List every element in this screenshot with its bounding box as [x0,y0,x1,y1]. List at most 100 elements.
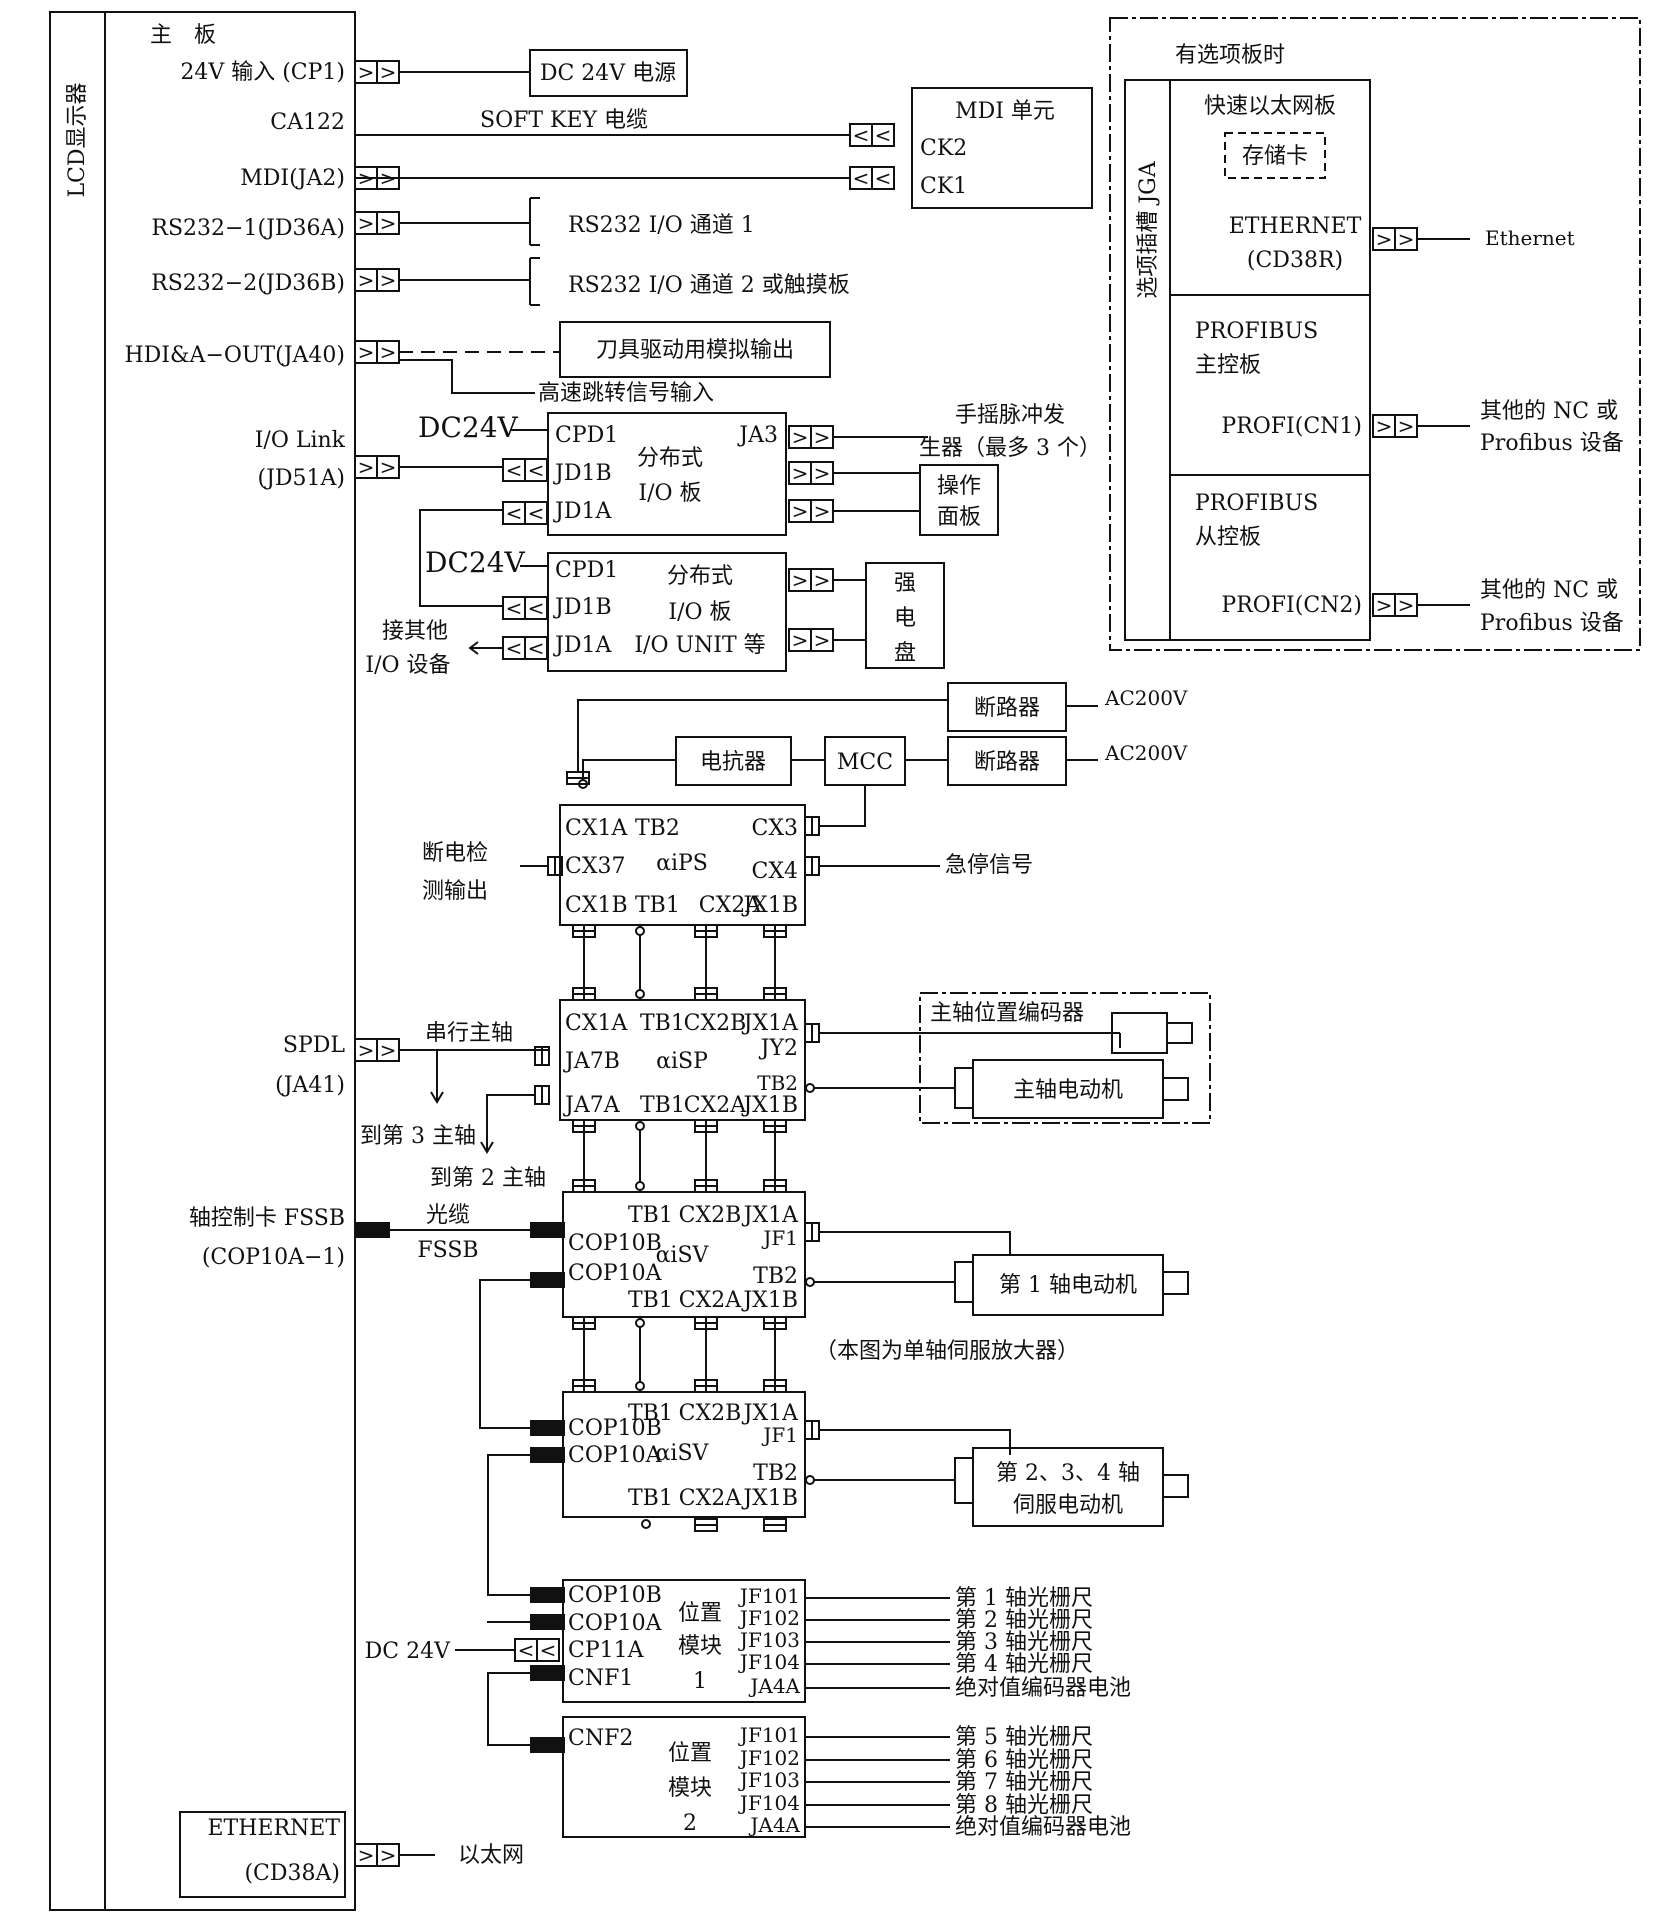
label: 模块 [678,1634,722,1659]
fiber-connector [355,1222,390,1238]
isv1-box [562,1191,806,1318]
wire [819,1231,1011,1255]
terminal [805,1475,815,1485]
label: JF102 [738,1746,800,1770]
plug [554,856,563,876]
profibus-slave-board [1169,474,1371,641]
label: RS232 I/O 通道 1 [568,213,755,238]
label: 刀具驱动用模拟输出 [596,338,794,363]
label: CX2A [699,893,762,918]
connector-symbol: > [792,568,809,592]
terminal [635,1121,645,1131]
fiber-connector [530,1447,565,1463]
mainboard-port: CA122 [270,110,345,135]
label: 强 [894,571,916,596]
plug [804,816,813,836]
eth-port-label: (CD38A) [244,1861,340,1886]
connector-symbol: > [1398,593,1415,617]
label: 接其他 [382,619,448,644]
label: 手摇脉冲发 [955,403,1065,428]
label: Profibus 设备 [1480,431,1624,456]
terminal [805,1277,815,1287]
connector-symbol: > [358,60,375,84]
terminal [635,926,645,936]
mainboard-port: 轴控制卡 FSSB [189,1206,345,1231]
op-panel-box [919,464,999,536]
terminal [805,1083,815,1093]
label: PROFI(CN1) [1221,414,1362,439]
plug [694,1322,718,1330]
label: 急停信号 [945,853,1033,878]
label: COP10A [568,1261,663,1286]
label: 第 5 轴光栅尺 [955,1725,1093,1750]
label: 断路器 [974,750,1040,775]
connector-symbol: > [380,1038,397,1062]
label: TB1 [628,1486,673,1511]
wire [419,509,503,607]
label: JD1B [553,461,612,486]
label: 第 1 轴电动机 [999,1273,1137,1298]
label: 第 8 轴光栅尺 [955,1793,1093,1818]
label: CPD1 [555,558,618,583]
label: AC200V [1104,686,1188,710]
label: PROFIBUS [1195,491,1318,516]
plug [804,856,813,876]
label: TB2 [753,1264,798,1289]
label: CX2B [679,1401,742,1426]
label: JA3 [737,423,778,448]
label: COP10B [568,1231,662,1256]
label: CX2A [684,1093,747,1118]
label: TB2 [757,1071,798,1095]
label: αiSV [656,1441,710,1466]
connector-symbol: < [853,123,870,147]
connector-symbol: > [358,1843,375,1867]
label: AC200V [1104,741,1188,765]
label: JF1 [761,1226,798,1250]
connector-symbol: > [358,211,375,235]
connector-symbol: > [358,455,375,479]
plug [763,1524,787,1532]
plug [541,1046,550,1066]
wire [487,1454,530,1596]
connector-symbol: < [506,636,523,660]
label: Profibus 设备 [1480,611,1624,636]
label: 串行主轴 [425,1021,513,1046]
motor-shaft [1162,1077,1189,1101]
plug [694,1125,718,1133]
label: 2 [683,1811,697,1836]
label: I/O 板 [668,600,731,625]
label: Ethernet [1485,226,1575,250]
label: JX1B [741,1093,798,1118]
connector-symbol: < [506,501,523,525]
label: TB1 [628,1203,673,1228]
label: JF104 [738,1791,800,1815]
option-area [1109,17,1641,651]
motor-shaft [1162,1474,1189,1498]
label: I/O UNIT 等 [634,633,765,658]
label: JF103 [738,1768,800,1792]
label: PROFIBUS [1195,319,1318,344]
plug [804,1222,813,1242]
label: 第 1 轴光栅尺 [955,1586,1093,1611]
label: FSSB [417,1238,478,1263]
fiber-connector [530,1614,565,1630]
label: JX1A [742,1401,799,1426]
label: 测输出 [422,879,488,904]
label: CX2B [679,1203,742,1228]
label: 第 2、3、4 轴 [996,1461,1140,1486]
connector-symbol: < [540,1638,557,1662]
connector [502,501,548,525]
label: JF102 [738,1606,800,1630]
connector-pin [536,1638,560,1662]
label: DC 24V 电源 [540,61,676,86]
label: 到第 2 主轴 [430,1166,546,1191]
plug [534,1085,543,1105]
label: COP10B [568,1583,662,1608]
label: CX3 [752,816,799,841]
label: JX1B [741,893,798,918]
connector-symbol: < [528,458,545,482]
connector-symbol: < [518,1638,535,1662]
label: JA7A [563,1093,621,1118]
spindle-motor-area [919,992,1211,1124]
